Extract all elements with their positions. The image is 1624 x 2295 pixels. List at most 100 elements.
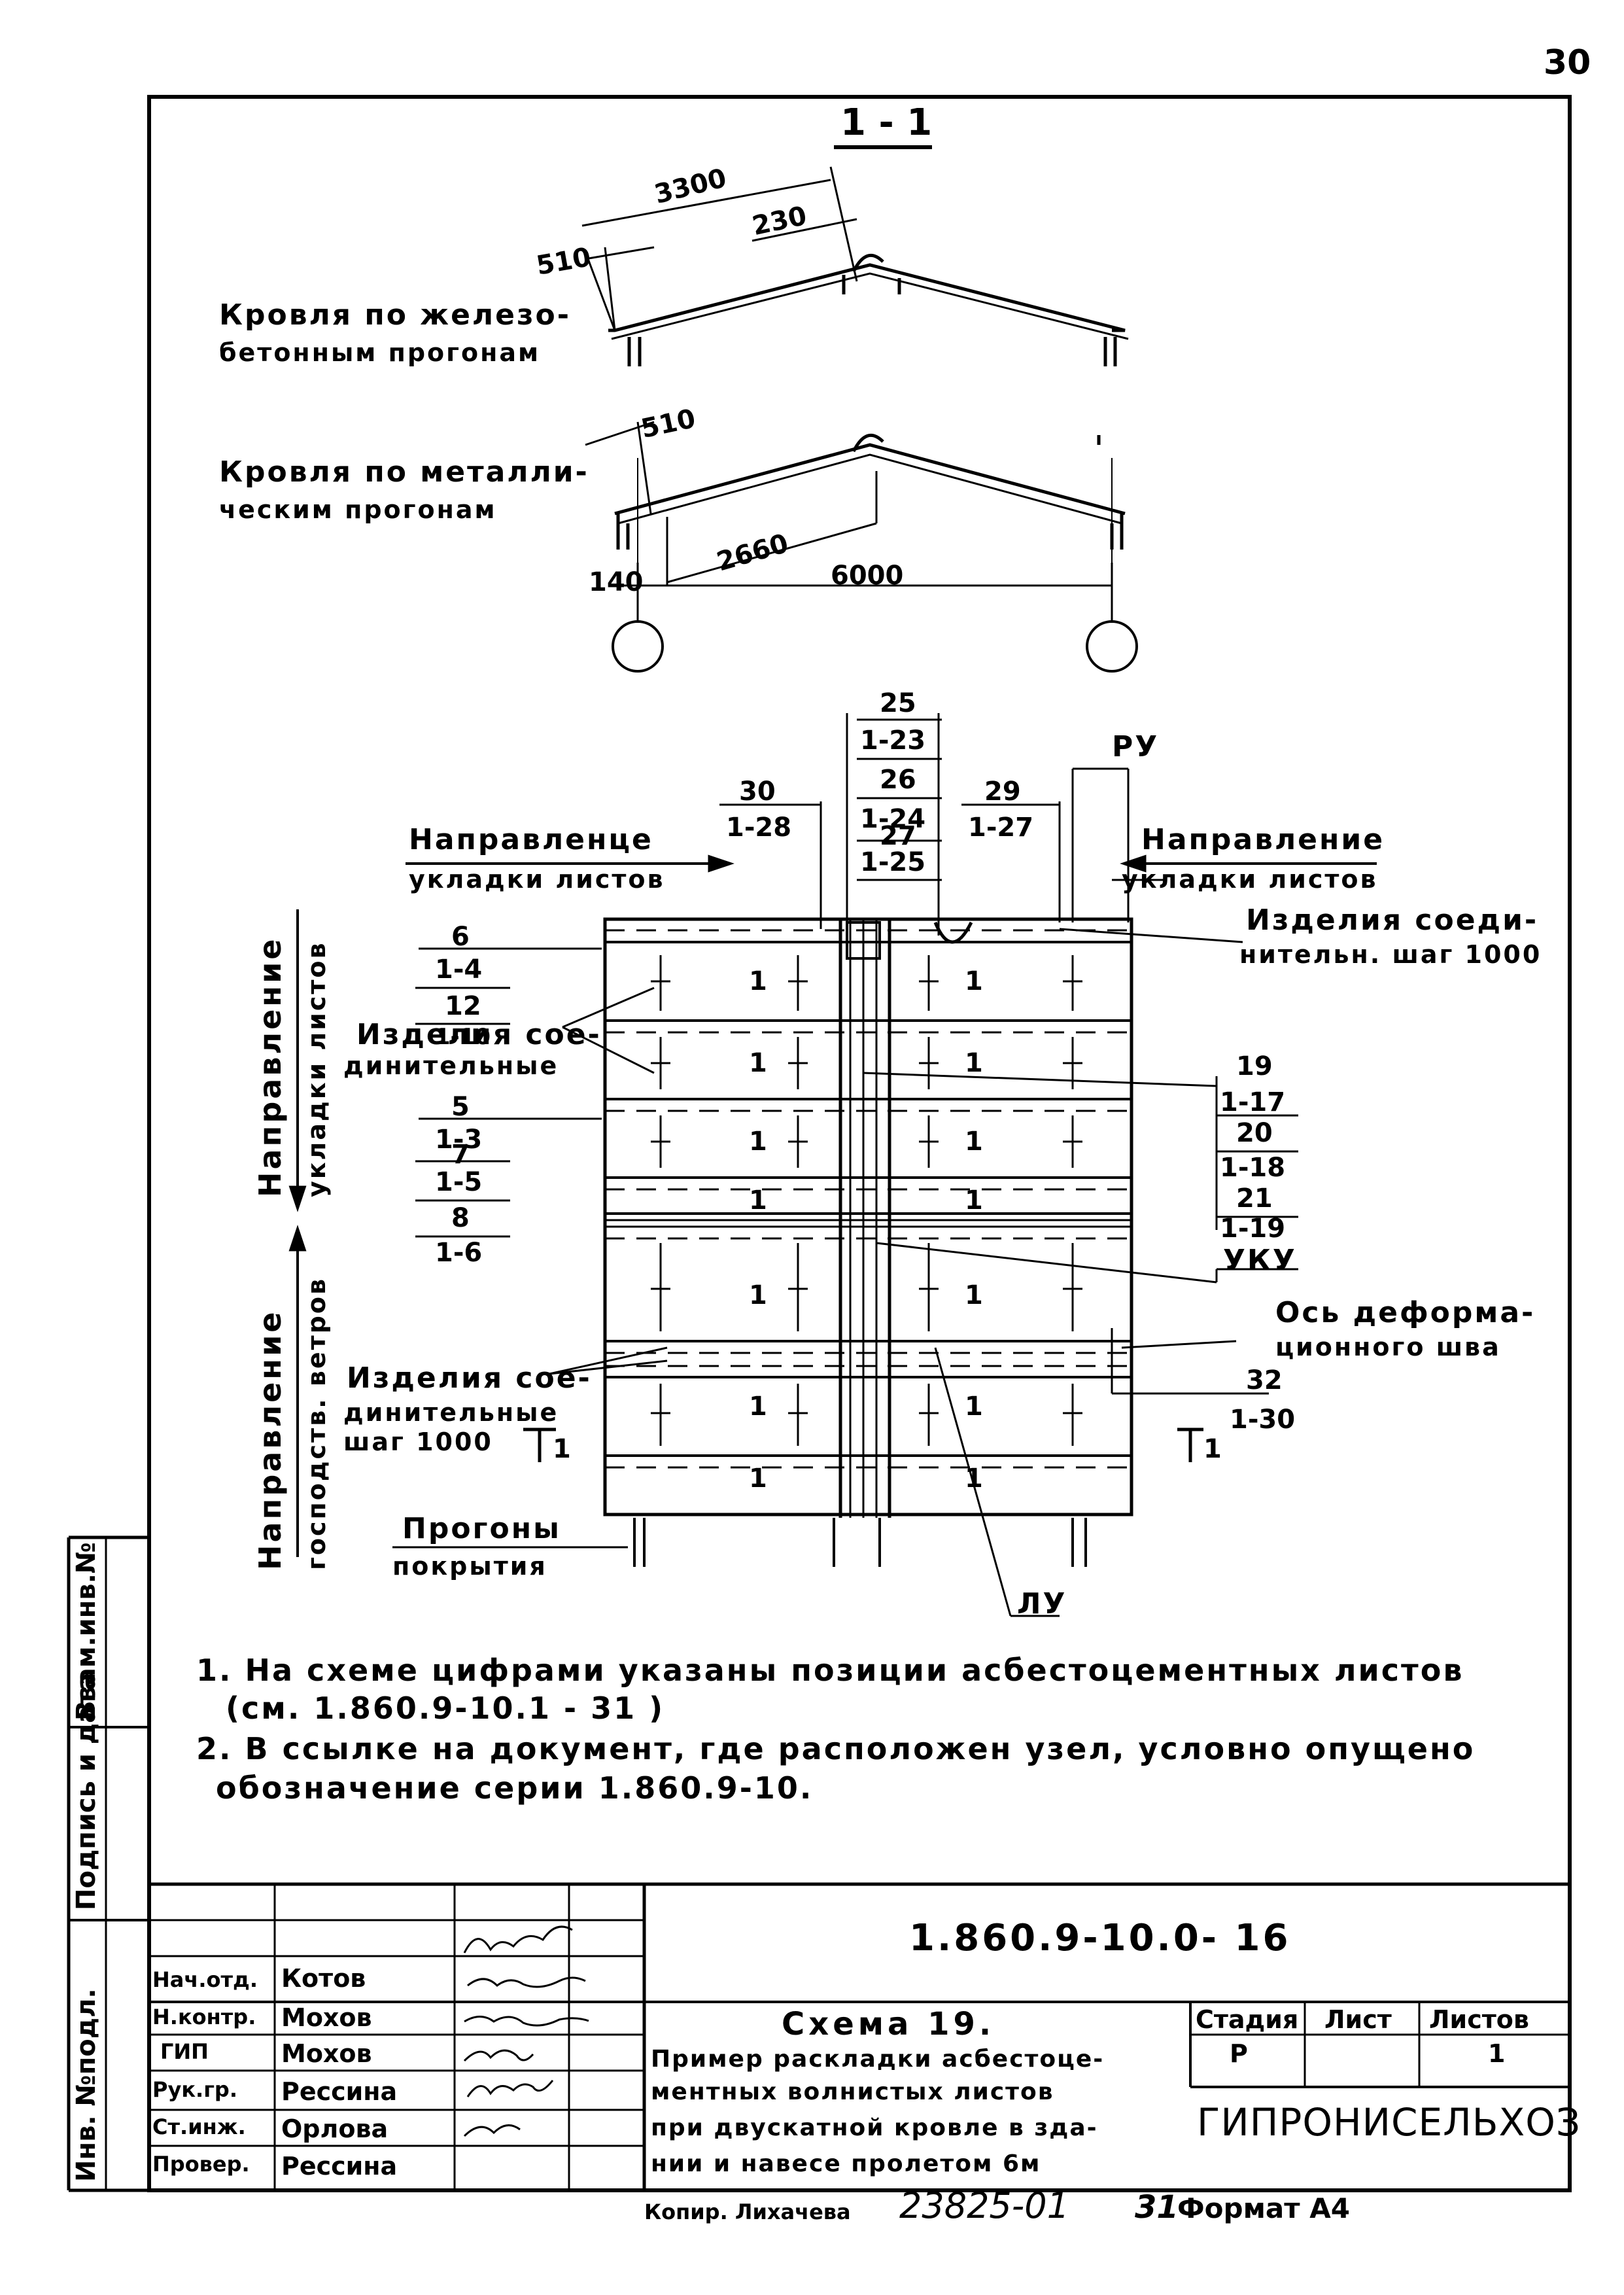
callout-1-6: 1-6	[435, 1238, 483, 1268]
direction-right-label-1: Направление	[1141, 823, 1385, 856]
role-gip: ГИП	[160, 2039, 209, 2064]
purlins-label-1: Прогоны	[402, 1512, 561, 1545]
sheet-pos-1: 1	[749, 1185, 767, 1216]
callout-1-19: 1-19	[1220, 1214, 1286, 1244]
roof-concrete-label-1: Кровля по железо-	[219, 298, 572, 332]
callout-27: 27	[880, 821, 916, 851]
lu-label: ЛУ	[1017, 1587, 1067, 1621]
cut-mark-left: 1	[553, 1434, 571, 1464]
sheet-pos-1: 1	[749, 1127, 767, 1157]
handwritten-page: 31	[1135, 2189, 1179, 2226]
callout-8: 8	[451, 1203, 470, 1233]
callout-5: 5	[451, 1092, 470, 1122]
sheets-value: 1	[1488, 2039, 1506, 2068]
callout-1-24: 1-24	[860, 804, 926, 834]
callout-12: 12	[445, 991, 481, 1021]
connectors-top-label-1: Изделия соеди-	[1246, 903, 1539, 937]
purlins-label-2: покрытия	[392, 1552, 547, 1581]
callout-1-10: 1-10	[435, 1024, 491, 1050]
vertical-direction-laying-1: Направление	[252, 936, 288, 1197]
connectors-top-label-2: нительн. шаг 1000	[1239, 940, 1542, 969]
organization-name: ГИПРОНИСЕЛЬХОЗ	[1197, 2100, 1581, 2145]
role-head: Нач.отд.	[152, 1967, 258, 1992]
direction-left-label-2: укладки листов	[409, 865, 665, 894]
drawing-frame	[147, 95, 1572, 2192]
signatures	[463, 1925, 589, 2137]
name-norm-control: Мохов	[281, 2003, 372, 2032]
sheet-pos-1: 1	[749, 1392, 767, 1422]
callout-1-18: 1-18	[1220, 1153, 1286, 1183]
callout-25: 25	[880, 688, 916, 718]
stage-header: Стадия	[1196, 2005, 1299, 2034]
sheet-pos-1: 1	[965, 1392, 983, 1422]
section-mark: 1 - 1	[840, 101, 933, 144]
plan-outline	[603, 917, 1133, 1516]
direction-left-label-1: Направленце	[409, 823, 653, 856]
title-line-1: Схема 19.	[782, 2006, 995, 2042]
callout-1-30: 1-30	[1230, 1405, 1296, 1435]
stamp-vzam-inv: Взам.инв.№	[71, 1542, 101, 1721]
sheet-pos-1: 1	[965, 1280, 983, 1310]
callout-29: 29	[984, 777, 1021, 807]
title-line-4: при двускатной кровле в зда-	[651, 2114, 1098, 2141]
stage-value: Р	[1230, 2039, 1248, 2068]
role-senior-eng: Ст.инж.	[152, 2114, 246, 2139]
roof-profile-metal	[614, 443, 1126, 516]
roof-concrete-label-2: бетонным прогонам	[219, 338, 541, 367]
uku-label: УКУ	[1223, 1244, 1297, 1277]
callout-19: 19	[1236, 1051, 1273, 1081]
connectors-bot-label-3: шаг 1000	[343, 1428, 493, 1456]
roof-metal-label-2: ческим прогонам	[219, 495, 497, 524]
callout-20: 20	[1236, 1118, 1273, 1148]
callout-1-4: 1-4	[435, 955, 483, 985]
sheets-header: Листов	[1429, 2005, 1529, 2034]
sheet-header: Лист	[1324, 2005, 1392, 2034]
copied-by: Копир. Лихачева	[644, 2199, 851, 2224]
inventory-number: 23825-01	[899, 2185, 1069, 2226]
callout-1-17: 1-17	[1220, 1087, 1286, 1117]
callout-1-27: 1-27	[968, 813, 1034, 843]
stamp-inv-orig: Инв. №подл.	[71, 1988, 101, 2182]
vertical-direction-laying-2: укладки листов	[302, 941, 331, 1197]
title-line-2: Пример раскладки асбестоце-	[651, 2046, 1105, 2073]
callout-1-5: 1-5	[435, 1167, 483, 1197]
callout-1-28: 1-28	[726, 813, 792, 843]
connectors-mid-label-2: динительные	[343, 1051, 559, 1080]
roof-profile-concrete	[608, 263, 1126, 332]
note-2-line-2: обозначение серии 1.860.9-10.	[216, 1770, 814, 1806]
callout-30: 30	[739, 777, 776, 807]
format-label: Формат А4	[1177, 2192, 1350, 2224]
sheet-pos-1: 1	[965, 1185, 983, 1216]
sheet-pos-1: 1	[749, 1048, 767, 1078]
deform-axis-label-1: Ось деформа-	[1275, 1296, 1536, 1329]
deform-axis-label-2: ционного шва	[1275, 1333, 1501, 1361]
name-checker: Рессина	[281, 2152, 398, 2181]
note-1-line-1: 1. На схеме цифрами указаны позиции асбе…	[196, 1653, 1464, 1688]
callout-26: 26	[880, 765, 916, 795]
page-number: 30	[1544, 43, 1591, 82]
note-1-line-2: (см. 1.860.9-10.1 - 31 )	[226, 1691, 665, 1726]
cut-mark-right: 1	[1203, 1434, 1222, 1464]
role-checker: Провер.	[152, 2152, 250, 2177]
title-line-3: ментных волнистых листов	[651, 2078, 1054, 2105]
connectors-mid-label-1: Изделия сое-	[356, 1018, 602, 1051]
title-line-5: нии и навесе пролетом 6м	[651, 2150, 1041, 2177]
ridge-ru-label: РУ	[1112, 730, 1160, 763]
sheet-pos-1: 1	[749, 1463, 767, 1494]
callout-21: 21	[1236, 1183, 1273, 1214]
sheet-pos-1: 1	[965, 1048, 983, 1078]
sheet-pos-1: 1	[965, 966, 983, 996]
dim-6000: 6000	[831, 561, 904, 591]
sheet-pos-1: 1	[749, 1280, 767, 1310]
callout-6: 6	[451, 922, 470, 952]
doc-code: 1.860.9-10.0- 16	[909, 1917, 1291, 1959]
role-norm-control: Н.контр.	[152, 2005, 256, 2029]
callout-1-25: 1-25	[860, 847, 926, 877]
sheet-pos-1: 1	[965, 1463, 983, 1494]
direction-right-label-2: укладки листов	[1122, 865, 1378, 894]
note-2-line-1: 2. В ссылке на документ, где расположен …	[196, 1731, 1476, 1766]
callout-1-3: 1-3	[435, 1125, 483, 1155]
name-gip: Мохов	[281, 2039, 372, 2068]
roof-metal-label-1: Кровля по металли-	[219, 455, 589, 489]
